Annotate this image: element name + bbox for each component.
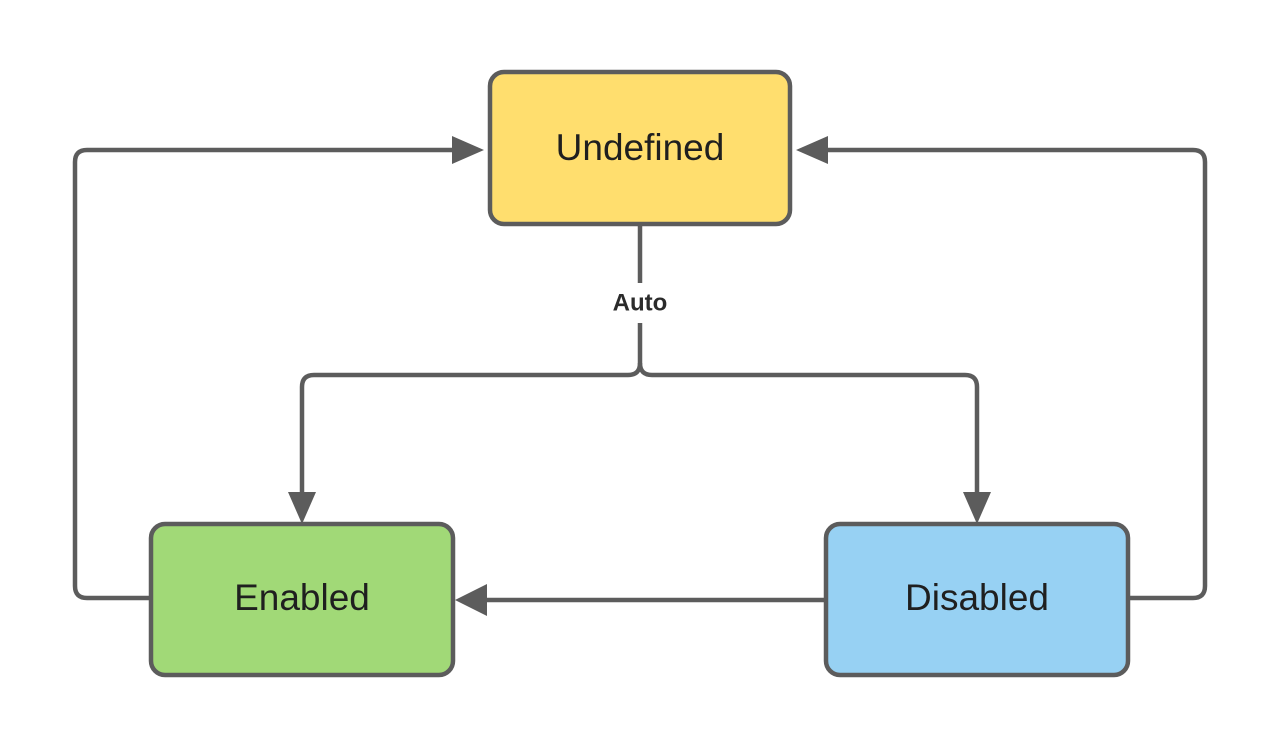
node-undefined-label: Undefined: [556, 127, 725, 168]
edge-disabled-to-undefined-path: [828, 147, 1208, 601]
node-disabled-label: Disabled: [905, 577, 1049, 618]
node-undefined[interactable]: Undefined: [487, 69, 793, 227]
arrowhead-into-undefined-right: [796, 136, 828, 164]
node-enabled-shape: [148, 521, 456, 678]
node-disabled[interactable]: Disabled: [823, 521, 1131, 678]
arrowhead-into-enabled-right: [455, 584, 487, 616]
edge-enabled-to-undefined-path: [72, 147, 452, 601]
arrowhead-into-disabled-top: [963, 492, 991, 524]
node-enabled[interactable]: Enabled: [148, 521, 456, 678]
node-enabled-label: Enabled: [234, 577, 370, 618]
node-undefined-shape: [487, 69, 793, 227]
arrowhead-into-undefined-left: [452, 136, 484, 164]
node-disabled-shape: [823, 521, 1131, 678]
edge-label-auto-backdrop: [592, 283, 688, 323]
edge-disabled-to-undefined[interactable]: [796, 136, 1208, 601]
edge-auto-left-branch-path: [299, 362, 643, 492]
edge-enabled-to-undefined[interactable]: [72, 136, 484, 601]
arrowhead-into-enabled-top: [288, 492, 316, 524]
edge-label-auto: Auto: [613, 289, 668, 316]
edge-undefined-auto-fork[interactable]: Auto: [288, 224, 991, 524]
edge-auto-right-branch-path: [637, 362, 980, 492]
